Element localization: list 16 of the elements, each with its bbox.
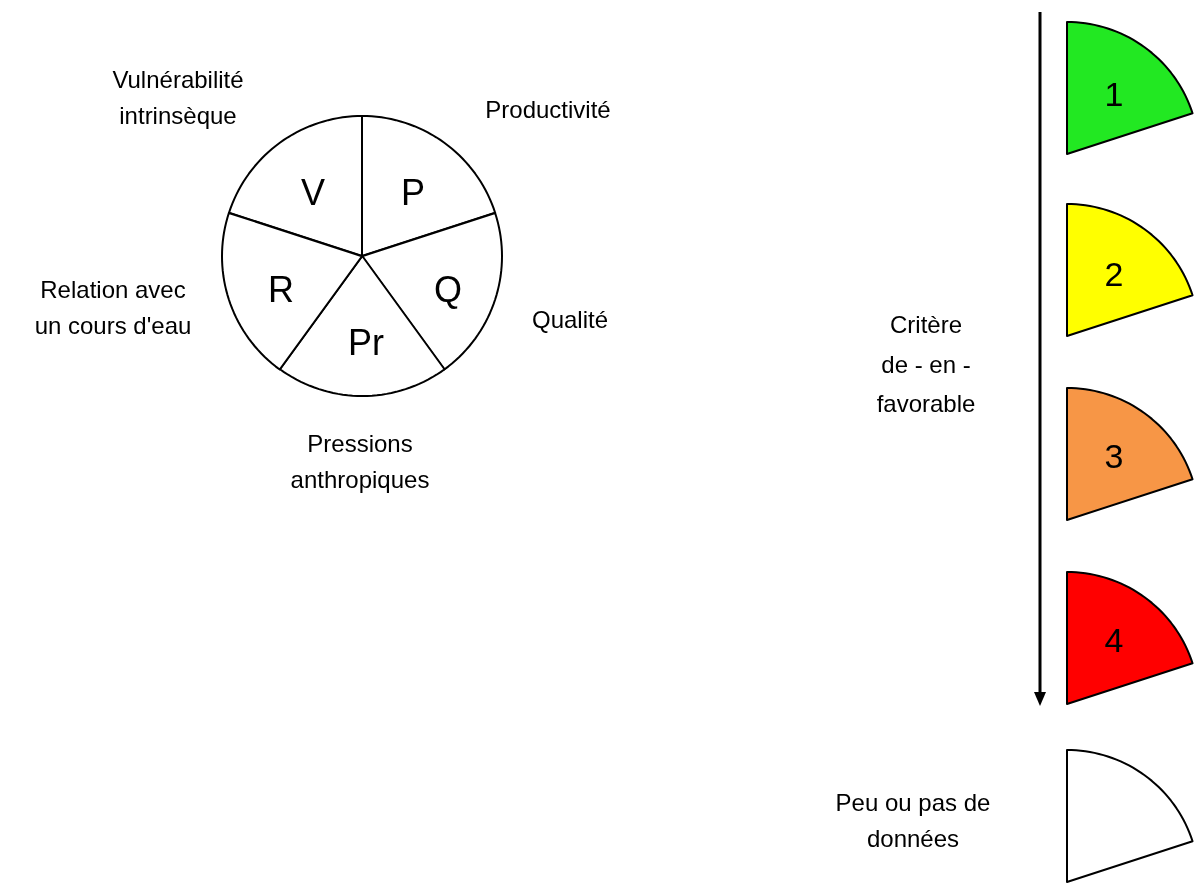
class-number: 3 — [1104, 436, 1124, 476]
sector-caption: Vulnérabilité intrinsèque — [111, 65, 245, 131]
sector-caption: Relation avec un cours d'eau — [33, 275, 193, 341]
sector-letter: Q — [434, 269, 462, 311]
sector-caption: Qualité — [530, 305, 609, 335]
scale-label: Critère de - en - favorable — [876, 309, 976, 419]
class-number: 2 — [1104, 254, 1124, 294]
sector-letter: R — [268, 269, 294, 311]
sector-caption: Pressions anthropiques — [289, 429, 431, 495]
sector-letter: V — [301, 172, 325, 214]
sector-caption: Peu ou pas de données — [834, 788, 992, 854]
sector-letter: Pr — [348, 322, 384, 364]
class-number: 1 — [1104, 74, 1124, 114]
sector-letter: P — [401, 172, 425, 214]
class-number: 4 — [1104, 620, 1124, 660]
sector-caption: Productivité — [484, 95, 612, 125]
